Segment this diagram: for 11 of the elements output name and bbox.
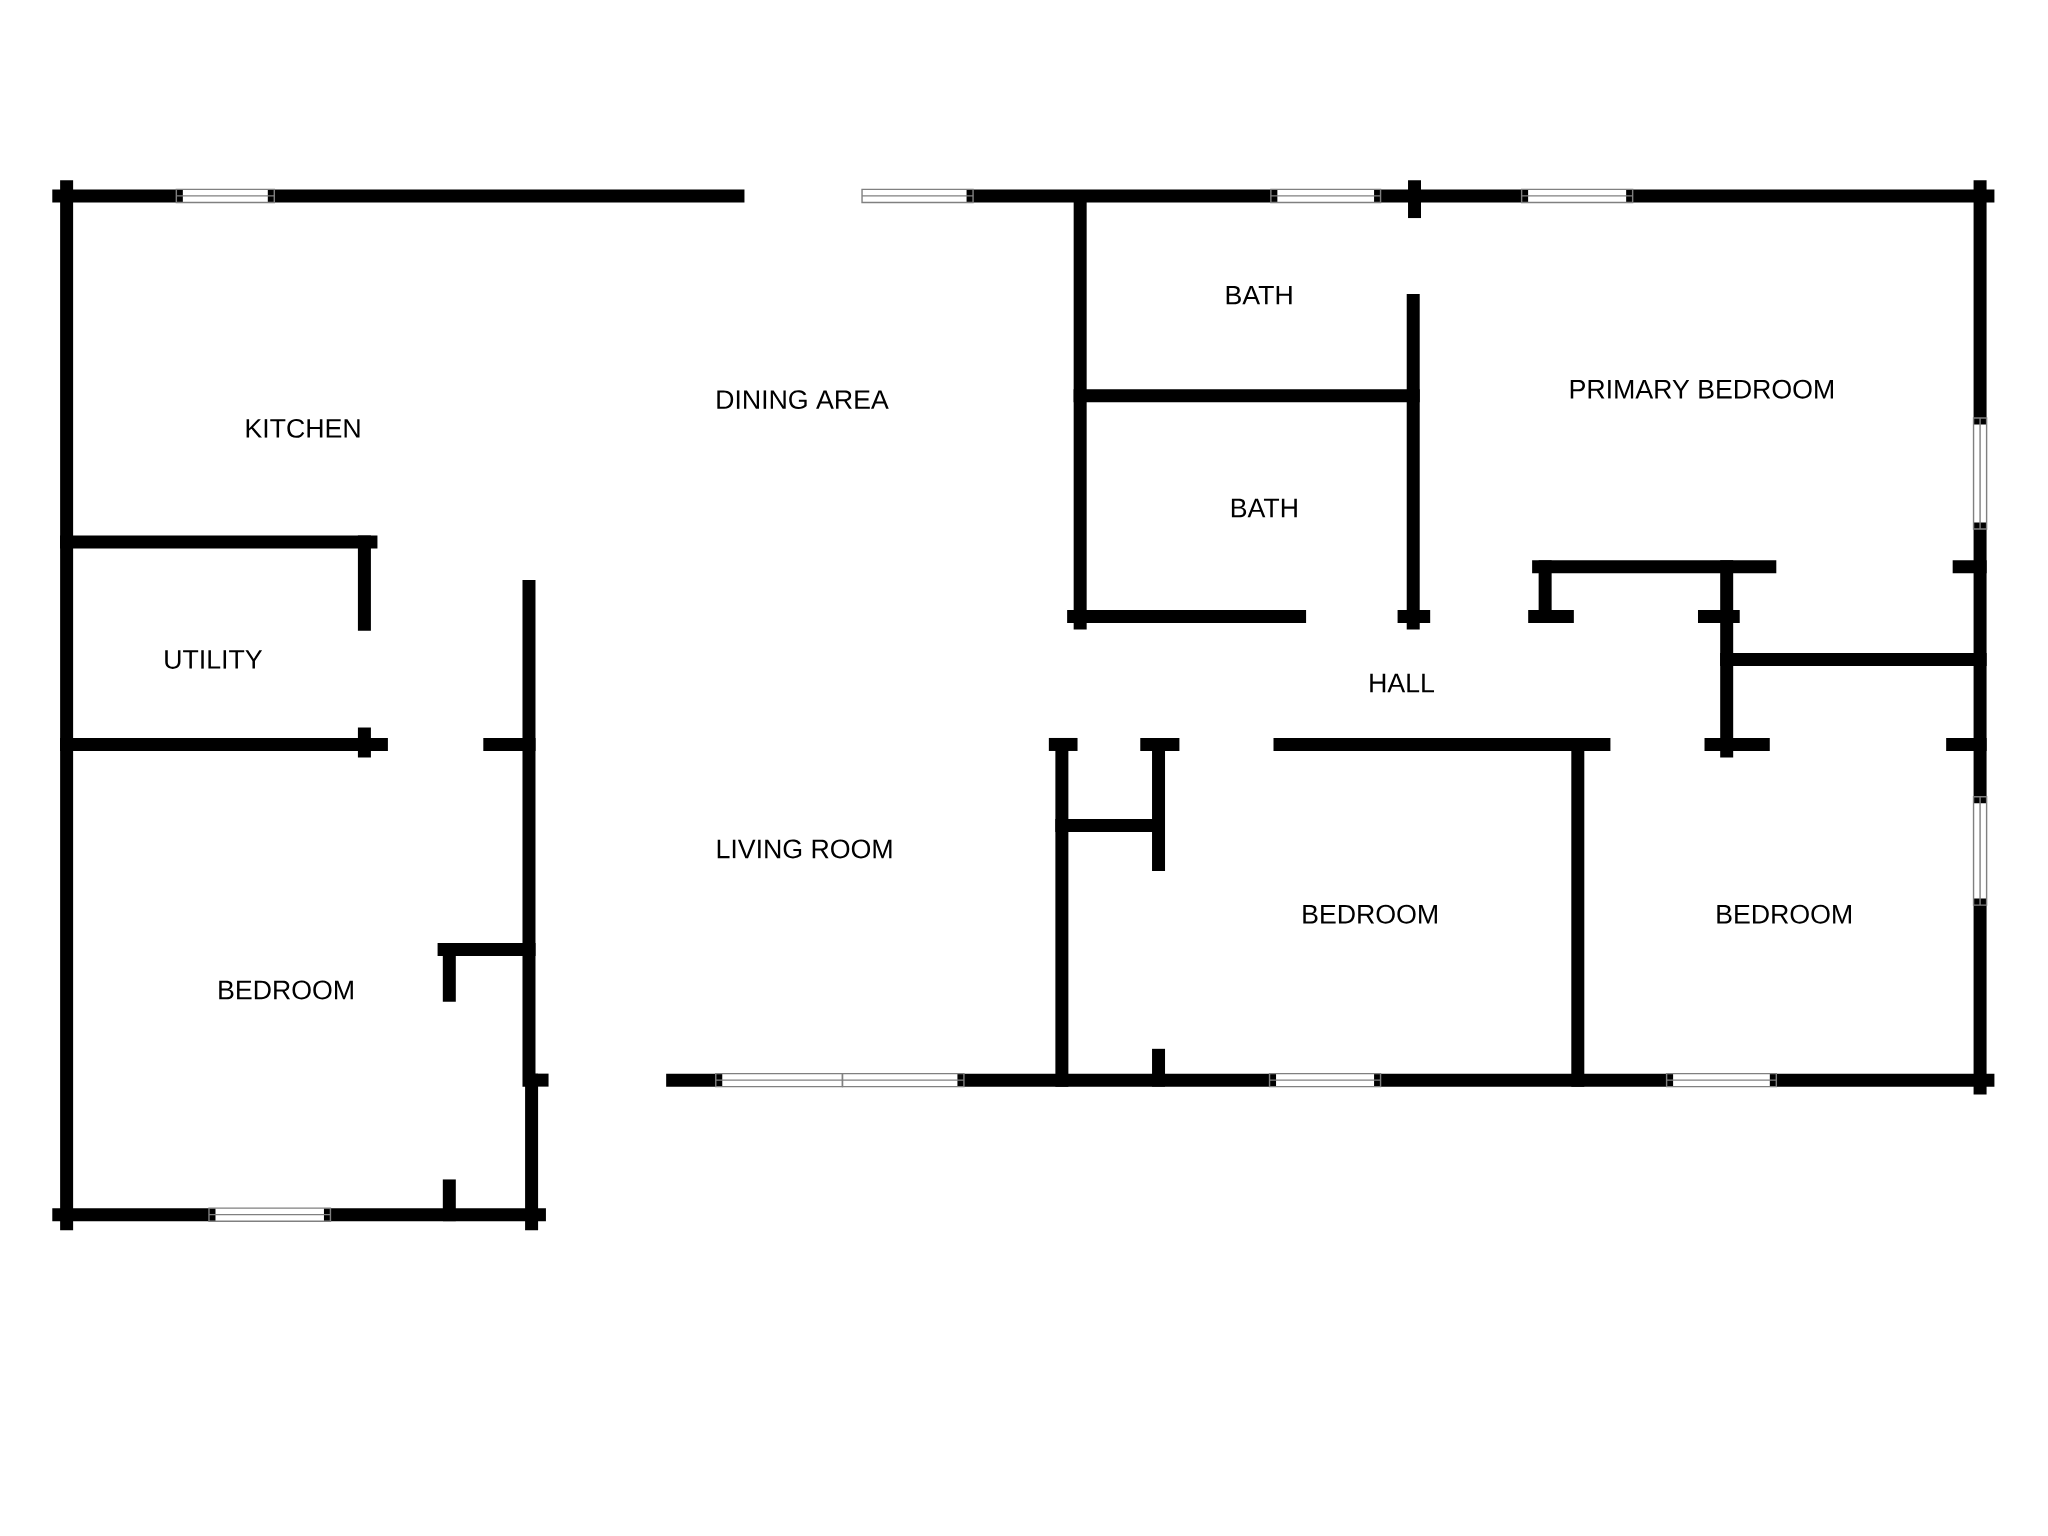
room-label: BEDROOM [219,980,353,1000]
room-label: BATH [1231,498,1297,518]
room-label: DINING AREA [717,390,889,410]
room-label: BATH [1226,285,1292,305]
room-label: BEDROOM [1717,904,1851,924]
room-label: PRIMARY BEDROOM [1570,379,1833,399]
room-label: KITCHEN [246,418,360,438]
room-label: LIVING ROOM [717,839,892,859]
room-label: HALL [1370,673,1434,693]
room-label: UTILITY [165,650,263,669]
room-label: BEDROOM [1303,904,1437,924]
